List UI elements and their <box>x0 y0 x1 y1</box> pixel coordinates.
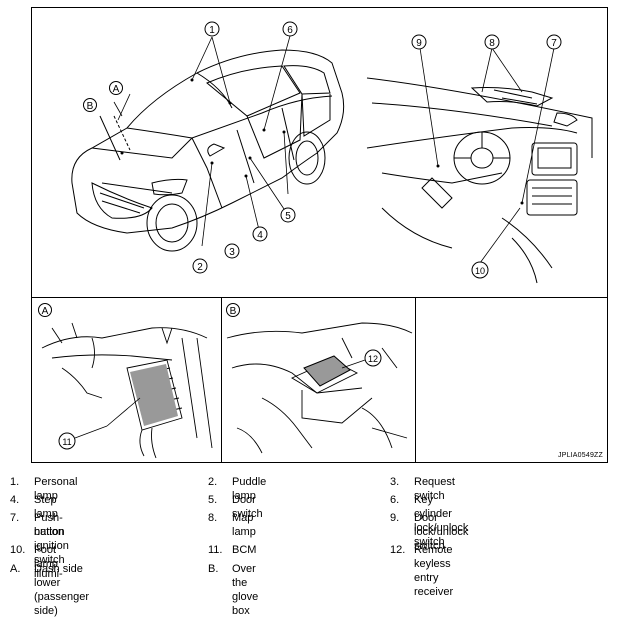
empty-panel: JPLIA0549ZZ <box>416 298 607 462</box>
receiver-detail-drawing: B 12 <box>226 303 413 454</box>
callout-12: 12 <box>364 349 382 367</box>
callout-1: 1 <box>204 21 220 37</box>
callout-3: 3 <box>224 243 240 259</box>
callout-9: 9 <box>411 34 427 50</box>
svg-text:2: 2 <box>197 262 203 273</box>
svg-text:9: 9 <box>416 38 422 49</box>
svg-text:10: 10 <box>475 266 485 276</box>
panel-a-label: A <box>38 303 52 317</box>
callout-2: 2 <box>192 258 208 274</box>
callout-7: 7 <box>546 34 562 50</box>
svg-text:A: A <box>113 84 120 95</box>
svg-text:7: 7 <box>551 38 557 49</box>
detail-panel-a: A 11 <box>32 298 222 462</box>
callout-6: 6 <box>282 21 298 37</box>
svg-text:11: 11 <box>62 437 71 447</box>
diagram-frame: 1 6 2 3 4 5 9 <box>31 7 608 463</box>
svg-text:A: A <box>42 306 49 317</box>
svg-text:12: 12 <box>368 354 378 364</box>
svg-text:5: 5 <box>285 211 291 222</box>
image-code: JPLIA0549ZZ <box>558 452 603 459</box>
svg-text:8: 8 <box>489 38 495 49</box>
svg-text:3: 3 <box>229 247 235 258</box>
svg-text:B: B <box>230 306 237 317</box>
detail-panel-b: B 12 <box>222 298 416 462</box>
panel-marker-a: A <box>109 81 123 95</box>
panel-marker-b: B <box>83 98 97 112</box>
svg-text:4: 4 <box>257 230 263 241</box>
svg-text:1: 1 <box>209 25 215 36</box>
svg-text:B: B <box>87 101 94 112</box>
panel-b-label: B <box>226 303 240 317</box>
callout-5: 5 <box>280 207 296 223</box>
callout-10: 10 <box>471 261 489 279</box>
callout-4: 4 <box>252 226 268 242</box>
vehicle-drawing: 1 6 2 3 4 5 9 <box>71 21 593 284</box>
vehicle-overview-panel: 1 6 2 3 4 5 9 <box>32 8 607 298</box>
bcm-detail-drawing: A 11 <box>38 303 213 459</box>
callout-8: 8 <box>484 34 500 50</box>
callout-11: 11 <box>58 432 76 450</box>
svg-text:6: 6 <box>287 25 293 36</box>
